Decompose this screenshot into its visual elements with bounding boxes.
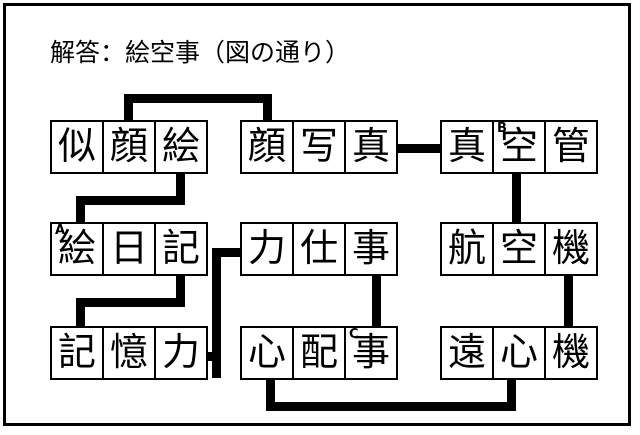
cell-kokukuki-0[interactable]: 航	[440, 222, 494, 276]
connector-chikara-vertical	[212, 248, 221, 360]
word-kaojashin[interactable]: 顔 写 真	[240, 120, 398, 174]
cell-chikarashigoto-1[interactable]: 仕	[292, 222, 346, 276]
cell-char: 配	[299, 330, 338, 374]
cell-nigaoe-2[interactable]: 絵	[154, 120, 208, 174]
cell-nigaoe-1[interactable]: 顔	[102, 120, 156, 174]
connector-chikara-h-top	[212, 248, 244, 257]
connector-shinbottom-v-right	[507, 380, 516, 411]
word-enshinki[interactable]: 遠 心 機	[440, 326, 598, 380]
cell-char: 遠	[447, 330, 486, 374]
word-shinkukan[interactable]: 真 B 空 管	[440, 120, 598, 174]
cell-tag-c: C	[349, 327, 359, 342]
cell-kaojashin-0[interactable]: 顔	[240, 120, 294, 174]
connector-e-vertical-lower	[76, 196, 85, 224]
cell-char: 真	[447, 124, 486, 168]
cell-tag-a: A	[55, 223, 66, 238]
cell-char: 心	[247, 330, 286, 374]
cell-enikki-0[interactable]: A 絵	[50, 222, 104, 276]
cell-char: 機	[551, 226, 590, 270]
cell-kiokuryoku-2[interactable]: 力	[154, 326, 208, 380]
cell-char: 心	[499, 330, 538, 374]
cell-char: 力	[247, 226, 286, 270]
cell-kokukuki-2[interactable]: 機	[544, 222, 598, 276]
cell-kiokuryoku-1[interactable]: 憶	[102, 326, 156, 380]
cell-char: 憶	[109, 330, 148, 374]
connector-kao-vertical-left	[124, 94, 133, 126]
cell-shinkukan-2[interactable]: 管	[544, 120, 598, 174]
connector-shinbottom-h	[266, 402, 516, 411]
cell-char: 顔	[247, 124, 286, 168]
cell-char: 真	[351, 124, 390, 168]
connector-kuu-vertical	[512, 170, 521, 228]
cell-shinkukan-0[interactable]: 真	[440, 120, 494, 174]
cell-shinpaigoto-1[interactable]: 配	[292, 326, 346, 380]
cell-char: 仕	[299, 226, 338, 270]
cell-shinpaigoto-2[interactable]: C 事	[344, 326, 398, 380]
word-nigaoe[interactable]: 似 顔 絵	[50, 120, 208, 174]
word-kiokuryoku[interactable]: 記 憶 力	[50, 326, 208, 380]
cell-char: 記	[161, 226, 200, 270]
cell-enshinki-1[interactable]: 心	[492, 326, 546, 380]
cell-enshinki-0[interactable]: 遠	[440, 326, 494, 380]
cell-shinkukan-1[interactable]: B 空	[492, 120, 546, 174]
connector-kao-horizontal	[124, 94, 272, 103]
connector-e-horizontal	[76, 196, 185, 205]
cell-chikarashigoto-2[interactable]: 事	[344, 222, 398, 276]
connector-ki2-vertical	[564, 274, 573, 332]
cell-kokukuki-1[interactable]: 空	[492, 222, 546, 276]
connector-shin-horizontal	[392, 144, 444, 153]
cell-shinpaigoto-0[interactable]: 心	[240, 326, 294, 380]
connector-chikara-v-lower	[212, 352, 221, 378]
cell-kaojashin-2[interactable]: 真	[344, 120, 398, 174]
connector-ki-vertical-lower	[76, 298, 85, 328]
answer-title: 解答：絵空事（図の通り）	[50, 38, 351, 67]
cell-enikki-2[interactable]: 記	[154, 222, 208, 276]
cell-kaojashin-1[interactable]: 写	[292, 120, 346, 174]
word-enikki[interactable]: A 絵 日 記	[50, 222, 208, 276]
cell-char: 機	[551, 330, 590, 374]
cell-kiokuryoku-0[interactable]: 記	[50, 326, 104, 380]
cell-chikarashigoto-0[interactable]: 力	[240, 222, 294, 276]
connector-shinbottom-v-left	[266, 380, 275, 411]
word-chikarashigoto[interactable]: 力 仕 事	[240, 222, 398, 276]
connector-kao-vertical-right	[263, 94, 272, 126]
cell-char: 写	[299, 124, 338, 168]
cell-tag-b: B	[497, 121, 507, 136]
cell-char: 似	[57, 124, 96, 168]
cell-char: 力	[161, 330, 200, 374]
cell-char: 空	[499, 124, 538, 168]
cell-char: 管	[551, 124, 590, 168]
word-shinpaigoto[interactable]: 心 配 C 事	[240, 326, 398, 380]
connector-goto-vertical	[372, 272, 381, 330]
cell-nigaoe-0[interactable]: 似	[50, 120, 104, 174]
connector-ki-horizontal	[76, 298, 185, 307]
cell-char: 事	[351, 330, 390, 374]
cell-char: 絵	[57, 226, 96, 270]
cell-char: 記	[57, 330, 96, 374]
cell-char: 航	[447, 226, 486, 270]
cell-enikki-1[interactable]: 日	[102, 222, 156, 276]
outer-border	[3, 3, 631, 426]
connector-chikara-h-bottom	[196, 352, 221, 361]
cell-char: 絵	[161, 124, 200, 168]
connector-e-vertical-upper	[176, 170, 185, 205]
cell-char: 日	[109, 226, 148, 270]
word-kokukuki[interactable]: 航 空 機	[440, 222, 598, 276]
cell-char: 空	[499, 226, 538, 270]
cell-enshinki-2[interactable]: 機	[544, 326, 598, 380]
cell-char: 事	[351, 226, 390, 270]
connector-ki-vertical-upper	[176, 275, 185, 307]
cell-char: 顔	[109, 124, 148, 168]
